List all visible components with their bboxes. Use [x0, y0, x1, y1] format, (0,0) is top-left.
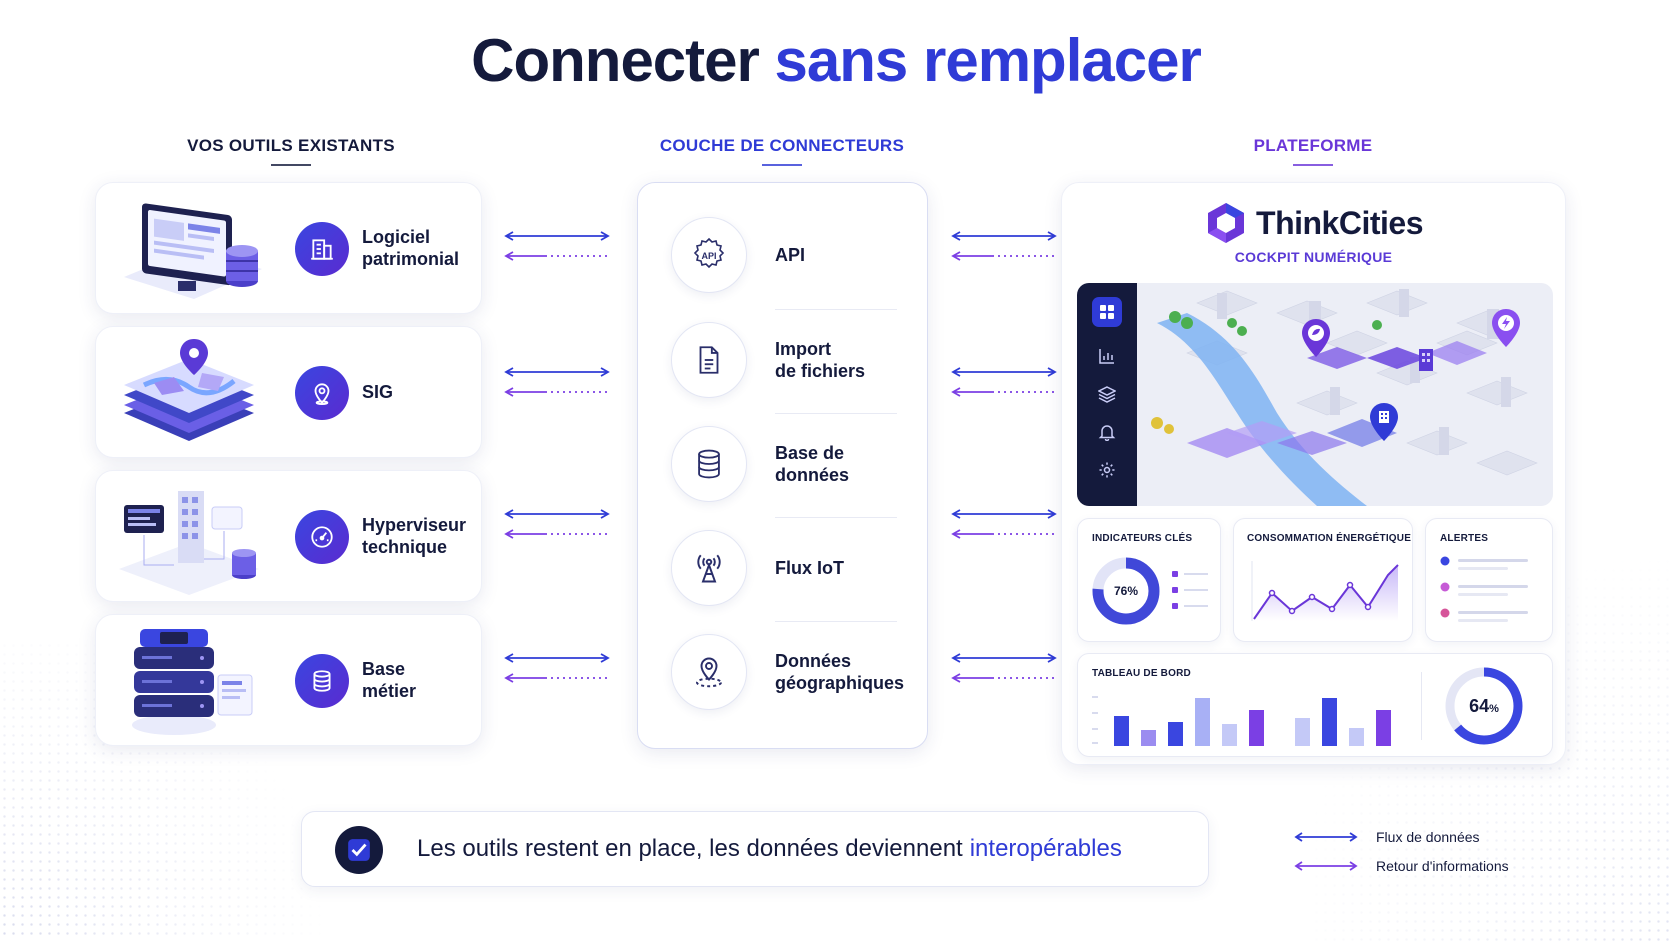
- connection-arrows-left-3: [504, 509, 610, 539]
- double-arrow-icon: [1294, 831, 1358, 842]
- widget-consommation-energetique[interactable]: CONSOMMATION ÉNERGÉTIQUE: [1233, 518, 1413, 642]
- double-arrow-icon: [1294, 860, 1358, 871]
- kpi-donut-chart: 76%: [1092, 557, 1160, 625]
- tool-card-hyperviseur-technique[interactable]: Hyperviseur technique: [95, 470, 482, 602]
- connector-base-donnees[interactable]: Base de données: [638, 412, 927, 516]
- map-sidebar: [1077, 283, 1137, 506]
- title-part-accent: sans remplacer: [774, 27, 1202, 94]
- connector-import-fichiers[interactable]: Import de fichiers: [638, 308, 927, 412]
- divider: [775, 621, 897, 622]
- page-title: Connecter sans remplacer: [0, 26, 1672, 95]
- connection-arrows-right-2: [951, 367, 1057, 397]
- layers-icon[interactable]: [1092, 379, 1122, 409]
- connector-label: API: [775, 245, 806, 265]
- antenna-icon: [671, 530, 747, 606]
- widget-tableau-de-bord[interactable]: TABLEAU DE BORD 64%: [1077, 653, 1553, 757]
- checkbox-icon: [335, 826, 383, 874]
- kpi-legend-lines: [1172, 571, 1208, 609]
- settings-icon[interactable]: [1092, 455, 1122, 485]
- api-gear-icon: API: [671, 217, 747, 293]
- divider: [775, 413, 897, 414]
- connector-label: Base de données: [775, 443, 850, 485]
- connector-layer-card: API API Import de fichiers Base de donné…: [637, 182, 928, 749]
- widget-title: CONSOMMATION ÉNERGÉTIQUE: [1247, 533, 1412, 544]
- chart-icon[interactable]: [1092, 341, 1122, 371]
- connection-arrows-right-4: [951, 653, 1057, 683]
- tool-card-base-metier[interactable]: Base métier: [95, 614, 482, 746]
- brand-subtitle: COCKPIT NUMÉRIQUE: [1234, 249, 1393, 265]
- city-map-illustration: [1077, 283, 1553, 506]
- map-building-icon: [1419, 349, 1433, 371]
- building-icon: [295, 222, 349, 276]
- footer-message: Les outils restent en place, les données…: [301, 811, 1209, 887]
- svg-text:API: API: [701, 251, 716, 261]
- map-marker-energy-icon[interactable]: [1489, 307, 1523, 353]
- legend: Flux de données Retour d'informations: [1293, 822, 1543, 880]
- connector-flux-iot[interactable]: Flux IoT: [638, 516, 927, 620]
- footer-text: Les outils restent en place, les données…: [417, 812, 1122, 886]
- widget-alertes[interactable]: ALERTES: [1425, 518, 1553, 642]
- column-heading-connectors: COUCHE DE CONNECTEURS: [632, 136, 932, 166]
- platform-card: ThinkCities COCKPIT NUMÉRIQUE: [1061, 182, 1566, 765]
- grid-icon[interactable]: [1092, 297, 1122, 327]
- legend-label: Retour d'informations: [1376, 857, 1509, 874]
- column-heading-platform: PLATEFORME: [1213, 136, 1413, 166]
- energy-line-chart: [1251, 561, 1399, 621]
- connection-arrows-right-1: [951, 231, 1057, 261]
- title-part-dark: Connecter: [471, 27, 760, 94]
- kpi-value: 76%: [1114, 584, 1138, 598]
- bell-icon[interactable]: [1092, 417, 1122, 447]
- database-icon: [671, 426, 747, 502]
- divider: [1421, 672, 1422, 740]
- computer-server-illustration-icon: [124, 203, 262, 299]
- tool-label: Hyperviseur technique: [362, 515, 467, 557]
- map-marker-eco-icon[interactable]: [1299, 317, 1333, 363]
- connector-label: Flux IoT: [775, 558, 844, 578]
- connection-arrows-left-4: [504, 653, 610, 683]
- location-icon: [671, 634, 747, 710]
- legend-label: Flux de données: [1376, 828, 1480, 845]
- thinkcities-logo-icon: [1208, 203, 1245, 243]
- widget-title: TABLEAU DE BORD: [1092, 668, 1191, 679]
- divider: [775, 517, 897, 518]
- dashboard-value: 64%: [1469, 696, 1499, 716]
- database-icon: [295, 654, 349, 708]
- connector-label: Import de fichiers: [775, 339, 866, 381]
- connector-api[interactable]: API API: [638, 203, 927, 307]
- tool-label: SIG: [362, 382, 394, 402]
- city-map[interactable]: [1077, 283, 1553, 506]
- footer-text-highlight: interopérables: [969, 835, 1122, 862]
- map-pin-icon: [295, 366, 349, 420]
- connector-donnees-geographiques[interactable]: Données géographiques: [638, 620, 927, 724]
- tool-card-logiciel-patrimonial[interactable]: Logiciel patrimonial: [95, 182, 482, 314]
- alerts-list: [1440, 556, 1528, 622]
- widget-indicateurs-cles[interactable]: INDICATEURS CLÉS 76%: [1077, 518, 1221, 642]
- smart-building-illustration-icon: [119, 491, 259, 595]
- connection-arrows-right-3: [951, 509, 1057, 539]
- tool-card-sig[interactable]: SIG: [95, 326, 482, 458]
- divider: [775, 309, 897, 310]
- dashboard-bar-chart: [1092, 696, 1391, 746]
- tool-label: Base métier: [362, 659, 417, 701]
- brand: ThinkCities: [1062, 201, 1565, 245]
- connector-label: Données géographiques: [775, 651, 905, 693]
- column-heading-tools: VOS OUTILS EXISTANTS: [172, 136, 410, 166]
- legend-item-data-flow: Flux de données: [1293, 822, 1543, 851]
- widget-title: INDICATEURS CLÉS: [1092, 533, 1193, 544]
- legend-item-feedback: Retour d'informations: [1293, 851, 1543, 880]
- gauge-icon: [295, 510, 349, 564]
- tool-label: Logiciel patrimonial: [362, 227, 460, 269]
- brand-name: ThinkCities: [1256, 204, 1423, 241]
- connection-arrows-left-1: [504, 231, 610, 261]
- dashboard-donut-chart: 64%: [1445, 667, 1523, 745]
- file-icon: [671, 322, 747, 398]
- map-layers-illustration-icon: [124, 339, 254, 441]
- widget-title: ALERTES: [1440, 533, 1489, 544]
- footer-text-main: Les outils restent en place, les données…: [417, 835, 963, 862]
- server-stack-illustration-icon: [132, 629, 253, 735]
- map-marker-building-icon[interactable]: [1367, 401, 1401, 447]
- connection-arrows-left-2: [504, 367, 610, 397]
